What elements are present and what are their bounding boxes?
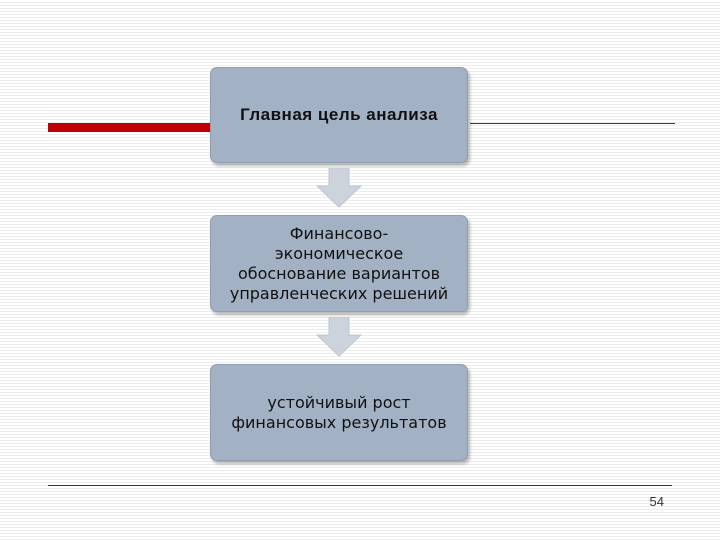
down-arrow-icon: [316, 317, 362, 357]
page-number: 54: [649, 494, 664, 509]
flow-box-main-goal: Главная цель анализа: [210, 67, 468, 163]
top-divider-line: [470, 123, 675, 124]
accent-bar: [48, 123, 210, 132]
down-arrow-icon: [316, 168, 362, 208]
bottom-divider-line: [48, 485, 672, 486]
flow-box-label: Главная цель анализа: [240, 105, 438, 124]
